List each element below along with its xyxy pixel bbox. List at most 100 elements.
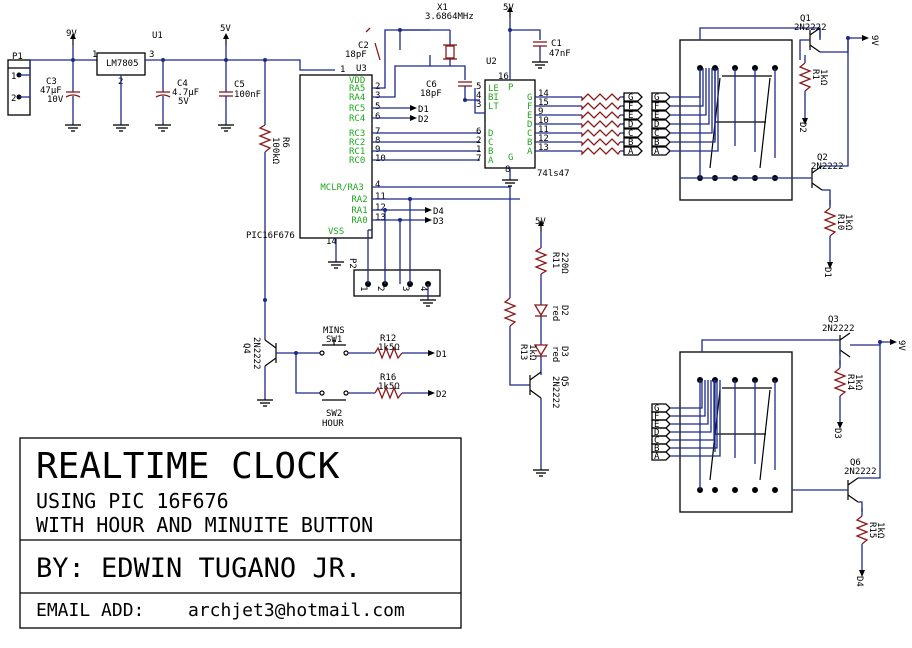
seg-label: B [654,444,659,454]
seg-label: F [628,102,633,112]
email-label: EMAIL ADD: [36,600,144,621]
u2-pin-label: LT [488,102,499,112]
u2-pin-label: C [527,129,532,139]
u2-pin-num: 10 [538,116,549,126]
u2-pin-label: B [527,138,532,148]
seg-label: A [654,147,660,157]
seg-label: A [654,452,660,462]
u2-pin-num: 12 [538,134,549,144]
u3-pin-label: RC0 [349,156,365,166]
svg-text:G: G [508,153,513,163]
transistor-ref: Q3 [828,315,839,325]
svg-text:1k5Ω: 1k5Ω [378,382,400,392]
resistor-r11: R11 220Ω [534,232,569,305]
u2-pin-label: F [527,102,532,112]
svg-text:1kΩ: 1kΩ [527,344,537,361]
svg-text:8: 8 [505,165,510,175]
svg-text:red: red [550,305,560,321]
seg-label: B [654,138,659,148]
u3-pin-label: MCLR/RA3 [320,183,363,193]
svg-text:5V: 5V [178,97,189,107]
seg-label: F [654,102,659,112]
svg-text:D2: D2 [418,115,429,125]
svg-text:5V: 5V [503,3,514,13]
svg-text:U3: U3 [356,64,367,74]
u3-pin-num: 7 [375,127,380,137]
u2-pin-num: 15 [538,98,549,108]
seg-label: G [654,93,659,103]
svg-text:1kΩ: 1kΩ [875,522,885,539]
svg-text:2: 2 [375,286,385,291]
u3-pin-num: 6 [375,112,380,122]
wire-gnd-p1 [19,82,31,98]
seven-seg-display-1 [670,27,821,201]
title-block: REALTIME CLOCK USING PIC 16F676 WITH HOU… [19,437,462,629]
subtitle-line1: USING PIC 16F676 [36,489,229,513]
resistor-r16: R16 1k5Ω D2 [348,373,447,400]
u3-pin-label: RA5 [349,84,365,94]
transistor-ref: Q1 [800,14,811,24]
svg-text:1: 1 [340,65,345,75]
u3-pin-label: RA4 [349,93,365,103]
transistor-part: 2N2222 [811,162,844,172]
u3-pin-num: 2 [375,82,380,92]
title-text: REALTIME CLOCK [36,446,340,487]
svg-text:74ls47: 74ls47 [537,169,570,179]
u3-pin-label: RC1 [349,147,365,157]
net-d4: D4 [433,207,444,217]
transistor-part: 2N2222 [822,324,855,334]
seg-label: E [628,111,633,121]
svg-text:100nF: 100nF [234,90,261,100]
svg-text:PIC16F676: PIC16F676 [246,231,295,241]
seg-label: C [654,436,659,446]
seg-label: A [628,147,634,157]
net-d3: D3 [433,217,444,227]
svg-text:18pF: 18pF [345,50,367,60]
transistor-part: 2N2222 [844,467,877,477]
seg-label: E [654,111,659,121]
u3-pin-label: RC3 [349,129,365,139]
svg-text:9V: 9V [869,35,879,46]
svg-text:D2: D2 [797,122,807,133]
vcc5-label: 5V [220,24,231,34]
seg-label: C [628,129,633,139]
u3-pin-num: 8 [375,136,380,146]
transistor-ref: Q6 [850,458,861,468]
u3-pin-labels: VDD2RA53RA45RC56RC47RC38RC29RC110RC04MCL… [320,76,385,226]
svg-text:1kΩ: 1kΩ [818,69,828,86]
led-d2: red D2 [533,304,569,345]
svg-text:C6: C6 [426,80,437,90]
svg-text:P2: P2 [347,258,357,269]
u2-pin-label: A [527,147,533,157]
p1-pin2: 2 [11,94,16,104]
svg-text:C3: C3 [46,77,57,87]
svg-text:3.6864MHz: 3.6864MHz [425,12,474,22]
svg-text:D3: D3 [559,346,569,357]
capacitor-c3: C3 47µF 10V [40,60,82,132]
switch-sw1: MINS SW1 [319,326,349,356]
u3-pin-label: RA0 [351,216,367,226]
svg-text:1: 1 [358,286,368,291]
capacitor-c2: C2 18pF [345,27,401,61]
mcu-u3: 1 U3 PIC16F676 14 VSS [246,64,373,269]
seg-label: G [654,404,659,414]
svg-text:D1: D1 [822,267,832,278]
capacitor-c4: C4 4.7µF 5V [154,60,199,132]
svg-text:SW2: SW2 [326,409,342,419]
u3-pin-num: 9 [375,145,380,155]
svg-text:100kΩ: 100kΩ [270,137,280,165]
svg-text:R12: R12 [380,334,396,344]
seg-label: D [628,120,633,130]
svg-text:3: 3 [149,50,154,60]
u3-pin-label: RA2 [351,195,367,205]
u2-pin-num: 3 [476,100,481,110]
svg-text:HOUR: HOUR [322,419,344,429]
svg-text:C2: C2 [358,41,369,51]
svg-text:R11: R11 [550,252,560,268]
switch-sw2: SW2 HOUR [319,390,349,429]
seg-label: F [654,412,659,422]
transistor-ref: Q2 [817,153,828,163]
u2-pin-num: 14 [538,89,549,99]
svg-text:U1: U1 [152,31,163,41]
